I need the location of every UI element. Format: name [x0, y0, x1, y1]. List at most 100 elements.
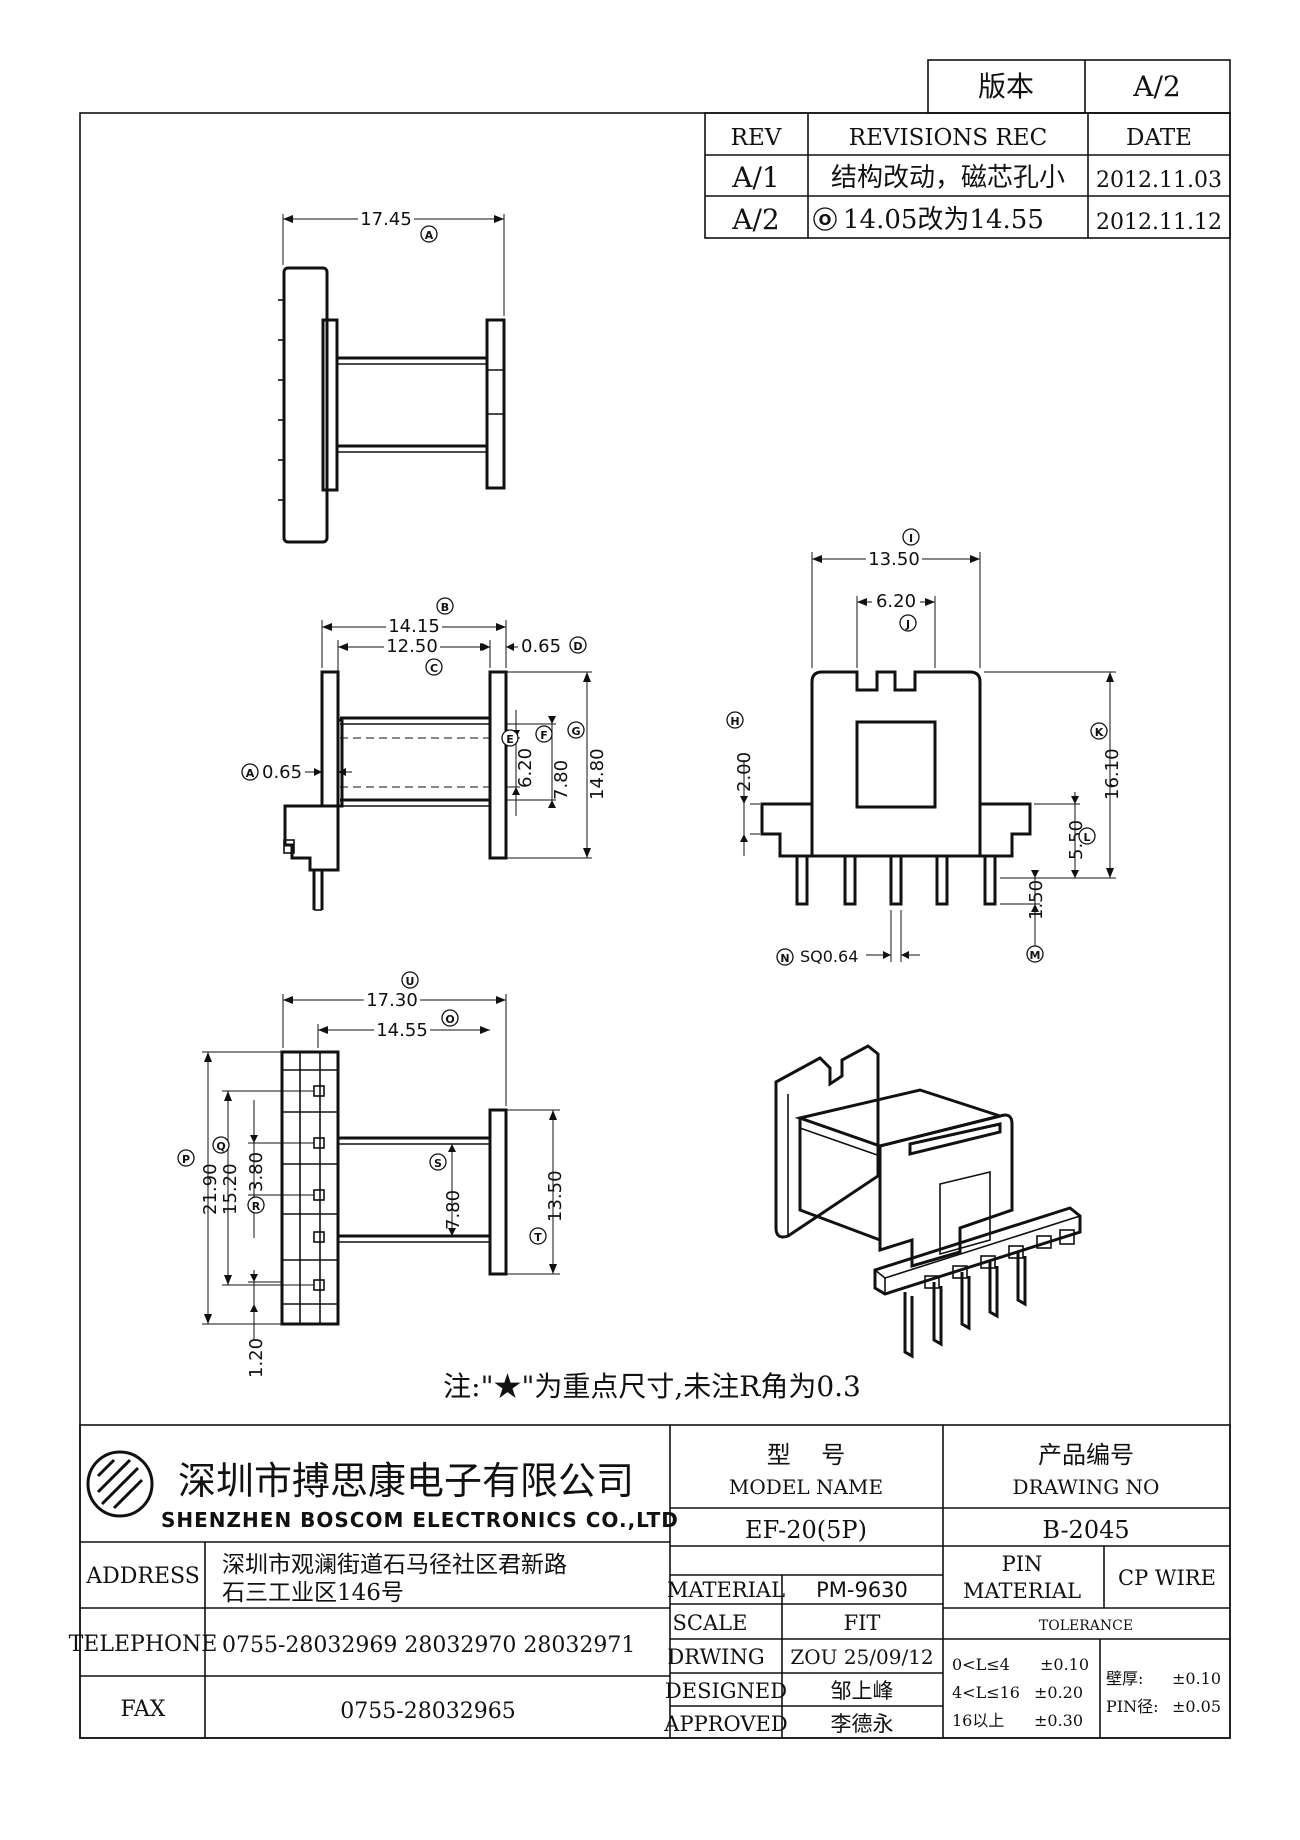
pin-material-label2: MATERIAL — [963, 1579, 1081, 1603]
marker-l: L — [1083, 831, 1090, 844]
front-view: 13.50 I 6.20 J 2.00 H 16.10 K 5.50 L — [726, 528, 1123, 966]
dim-o: 14.55 — [376, 1020, 428, 1041]
designed-label: DESIGNED — [665, 1679, 787, 1703]
rev-a1-rec: 结构改动，磁芯孔小 — [831, 163, 1065, 193]
model-label-en: MODEL NAME — [729, 1475, 883, 1499]
dim-g: 14.80 — [587, 748, 608, 800]
pin-tol-label: PIN径: — [1106, 1697, 1158, 1716]
wall-value: ±0.10 — [1172, 1669, 1221, 1688]
telephone-label: TELEPHONE — [69, 1632, 218, 1657]
telephone-value: 0755-28032969 28032970 28032971 — [222, 1633, 635, 1658]
dim-d: 0.65 — [521, 636, 561, 657]
dim-j: 6.20 — [876, 591, 916, 612]
wall-label: 壁厚: — [1106, 1669, 1143, 1688]
dim-n: SQ0.64 — [800, 947, 858, 966]
marker-g: G — [571, 725, 580, 738]
dim-a-side: 0.65 — [262, 762, 302, 783]
designed-value: 邹上峰 — [831, 1679, 894, 1703]
company-name-en: SHENZHEN BOSCOM ELECTRONICS CO.,LTD — [161, 1508, 679, 1532]
marker-j: J — [905, 618, 910, 631]
marker-a-top: A — [425, 229, 434, 242]
drwing-value: ZOU 25/09/12 — [790, 1645, 933, 1669]
revisions-rec-header: REVISIONS REC — [849, 125, 1047, 151]
pin-material-value: CP WIRE — [1118, 1566, 1216, 1590]
dim-k: 16.10 — [1102, 748, 1123, 800]
top-view: 17.45 A — [278, 207, 506, 544]
marker-o: O — [445, 1013, 454, 1026]
marker-s: S — [434, 1157, 442, 1170]
address-line2: 石三工业区146号 — [222, 1580, 404, 1606]
tol-range-1: 4<L≤16 — [952, 1683, 1020, 1702]
tol-range-2: 16以上 — [952, 1711, 1004, 1730]
dim-t: 13.50 — [545, 1170, 566, 1222]
fax-label: FAX — [121, 1697, 166, 1722]
marker-r: R — [252, 1200, 261, 1213]
material-label: MATERIAL — [667, 1578, 785, 1602]
drwing-label: DRWING — [667, 1645, 764, 1669]
model-label-cn: 型 号 — [767, 1441, 846, 1469]
fax-value: 0755-28032965 — [340, 1699, 515, 1724]
approved-label: APPROVED — [663, 1712, 787, 1736]
version-label: 版本 — [978, 70, 1034, 103]
dim-a-top: 17.45 — [360, 209, 412, 230]
dim-i: 13.50 — [868, 549, 920, 570]
marker-a-side: A — [246, 767, 255, 780]
drawing-label-cn: 产品编号 — [1038, 1441, 1134, 1469]
scale-label: SCALE — [673, 1611, 748, 1635]
dim-h: 2.00 — [734, 752, 755, 792]
marker-p: P — [182, 1153, 190, 1166]
approved-value: 李德永 — [831, 1712, 894, 1736]
isometric-view — [774, 1044, 1082, 1359]
dim-b: 14.15 — [388, 616, 440, 637]
rev-a2: A/2 — [731, 203, 779, 236]
rev-a2-marker: O — [819, 211, 832, 229]
marker-e: E — [506, 733, 514, 746]
company-name-cn: 深圳市搏思康电子有限公司 — [178, 1459, 634, 1503]
marker-t: T — [534, 1231, 542, 1244]
dim-r: 3.80 — [246, 1152, 267, 1192]
title-block: 深圳市搏思康电子有限公司 SHENZHEN BOSCOM ELECTRONICS… — [69, 1424, 1231, 1739]
dim-p: 21.90 — [200, 1163, 221, 1215]
dim-q: 15.20 — [220, 1163, 241, 1215]
pin-grid — [282, 1069, 338, 1305]
pin-tol-value: ±0.05 — [1172, 1697, 1221, 1716]
tol-value-1: ±0.20 — [1034, 1683, 1083, 1702]
address-label: ADDRESS — [85, 1564, 200, 1589]
drawing-label-en: DRAWING NO — [1013, 1475, 1160, 1499]
dim-m: 1.50 — [1026, 880, 1047, 920]
scale-value: FIT — [844, 1611, 881, 1635]
dim-u: 17.30 — [366, 990, 418, 1011]
marker-c: C — [430, 662, 438, 675]
dim-c: 12.50 — [386, 636, 438, 657]
drawing-value: B-2045 — [1042, 1516, 1129, 1544]
tol-range-0: 0<L≤4 — [952, 1655, 1010, 1674]
dim-f: 7.80 — [551, 760, 572, 800]
rev-a2-date: 2012.11.12 — [1096, 210, 1222, 235]
rev-a2-rec: 14.05改为14.55 — [843, 205, 1044, 235]
marker-h: H — [730, 715, 739, 728]
marker-u: U — [406, 975, 415, 988]
marker-i: I — [909, 532, 913, 545]
model-value: EF-20(5P) — [745, 1516, 867, 1544]
tol-value-0: ±0.10 — [1040, 1655, 1089, 1674]
marker-n: N — [780, 952, 789, 965]
bottom-view: 17.30 U 14.55 O 21.90 P 15.20 Q 3.80 R — [177, 971, 566, 1378]
marker-b: B — [441, 601, 449, 614]
rev-header: REV — [731, 125, 782, 151]
rev-a2-marker-circle — [813, 207, 837, 231]
date-header: DATE — [1126, 125, 1192, 151]
marker-m: M — [1030, 949, 1041, 962]
version-value: A/2 — [1132, 70, 1180, 103]
tol-value-2: ±0.30 — [1034, 1711, 1083, 1730]
dim-e: 6.20 — [515, 748, 536, 788]
dim-pitch: 1.20 — [246, 1338, 267, 1378]
pin-material-label1: PIN — [1002, 1552, 1043, 1576]
rev-a1: A/1 — [731, 161, 779, 194]
marker-f: F — [540, 729, 548, 742]
tolerance-title: TOLERANCE — [1039, 1618, 1133, 1634]
material-value: PM-9630 — [816, 1578, 908, 1602]
address-line1: 深圳市观澜街道石马径社区君新路 — [222, 1552, 567, 1578]
dim-s: 7.80 — [443, 1190, 464, 1230]
side-view: 14.15 B 12.50 C 0.65 D A 0.65 6.20 E — [241, 597, 608, 911]
